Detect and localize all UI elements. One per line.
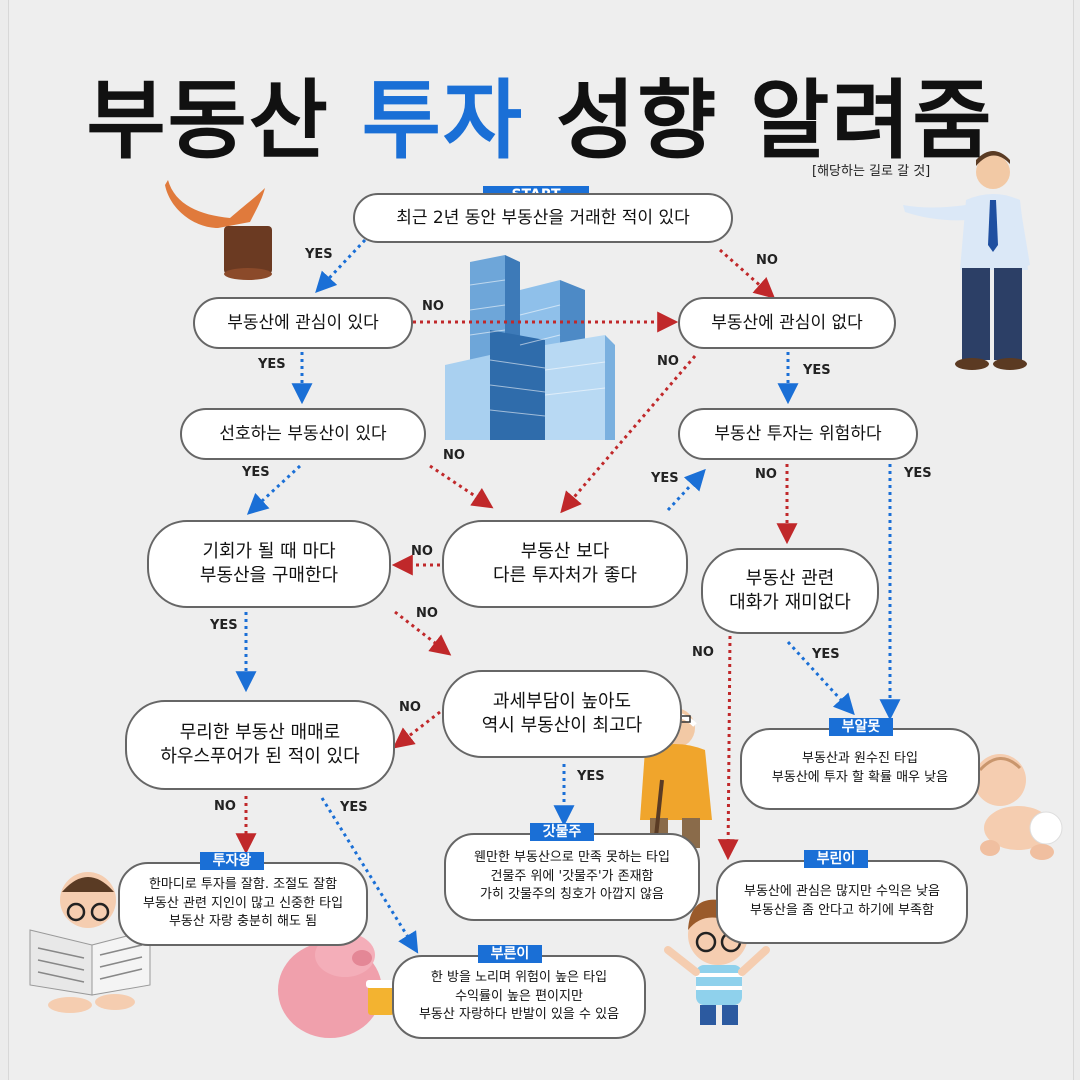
baby-icon [974, 754, 1063, 860]
result-tujawang-box: 한마디로 투자를 잘함. 조절도 잘함 부동산 관련 지인이 많고 신중한 타입… [118, 862, 368, 946]
result-bureuni-box: 한 방을 노리며 위험이 높은 타입 수익률이 높은 편이지만 부동산 자랑하다… [392, 955, 646, 1039]
result-gatmulju-tag: 갓물주 [530, 823, 594, 841]
node-buy-when-chance: 기회가 될 때 마다 부동산을 구매한다 [147, 520, 391, 608]
edge-q1-no [719, 248, 776, 299]
label-no: NO [657, 354, 679, 369]
edge-notinterested-no [560, 355, 697, 514]
label-yes: YES [803, 363, 831, 378]
label-no: NO [756, 253, 778, 268]
node-house-poor: 무리한 부동산 매매로 하우스푸어가 된 적이 있다 [125, 700, 395, 790]
label-no: NO [755, 467, 777, 482]
hand-sculpture-icon [165, 180, 272, 280]
title-part1: 부동산 [86, 71, 362, 171]
title-accent: 투자 [361, 71, 525, 171]
label-yes: YES [340, 800, 368, 815]
node-interested: 부동산에 관심이 있다 [193, 297, 413, 349]
label-yes: YES [305, 247, 333, 262]
businessman-icon [903, 151, 1030, 370]
result-bualmot-box: 부동산과 원수진 타입 부동산에 투자 할 확률 매우 낮음 [740, 728, 980, 810]
result-burini-tag: 부린이 [804, 850, 868, 868]
label-yes: YES [210, 618, 238, 633]
node-recent-trade: 최근 2년 동안 부동산을 거래한 적이 있다 [353, 193, 733, 243]
result-bualmot-tag: 부알못 [829, 718, 893, 736]
title-part2: 성향 알려줌 [524, 71, 994, 171]
node-tax-burden: 과세부담이 높아도 역시 부동산이 최고다 [442, 670, 682, 758]
label-no: NO [399, 700, 421, 715]
label-no: NO [443, 448, 465, 463]
instruction-note: [해당하는 길로 갈 것] [812, 164, 931, 179]
label-yes: YES [904, 466, 932, 481]
label-yes: YES [812, 647, 840, 662]
newspaper-man-icon [29, 872, 151, 1013]
result-burini-box: 부동산에 관심은 많지만 수익은 낮음 부동산을 좀 안다고 하기에 부족함 [716, 860, 968, 944]
edge-talk-no [717, 635, 739, 861]
edge-talk-yes [786, 640, 855, 716]
result-bureuni-tag: 부른이 [478, 945, 542, 963]
node-talk-boring: 부동산 관련 대화가 재미없다 [701, 548, 879, 634]
edge-tax-no [392, 710, 441, 749]
node-other-investments: 부동산 보다 다른 투자처가 좋다 [442, 520, 688, 608]
edge-housepoor-yes [320, 797, 419, 954]
edge-preferred-yes [246, 464, 302, 515]
edge-q1-yes [315, 238, 367, 294]
edge-preferred-no [429, 464, 494, 509]
pig-icon [278, 928, 396, 1038]
building-icon [445, 255, 615, 440]
label-no: NO [422, 299, 444, 314]
edge-other-yes [666, 468, 706, 512]
page-title: 부동산 투자 성향 알려줌 [0, 50, 1080, 175]
label-no: NO [416, 606, 438, 621]
result-gatmulju-box: 웬만한 부동산으로 만족 못하는 타입 건물주 위에 '갓물주'가 존재함 가히… [444, 833, 700, 921]
label-yes: YES [651, 471, 679, 486]
node-preferred-property: 선호하는 부동산이 있다 [180, 408, 426, 460]
node-risky: 부동산 투자는 위험하다 [678, 408, 918, 460]
label-yes: YES [577, 769, 605, 784]
result-tujawang-tag: 투자왕 [200, 852, 264, 870]
label-no: NO [692, 645, 714, 660]
label-no: NO [411, 544, 433, 559]
label-no: NO [214, 799, 236, 814]
label-yes: YES [258, 357, 286, 372]
label-yes: YES [242, 465, 270, 480]
node-not-interested: 부동산에 관심이 없다 [678, 297, 896, 349]
